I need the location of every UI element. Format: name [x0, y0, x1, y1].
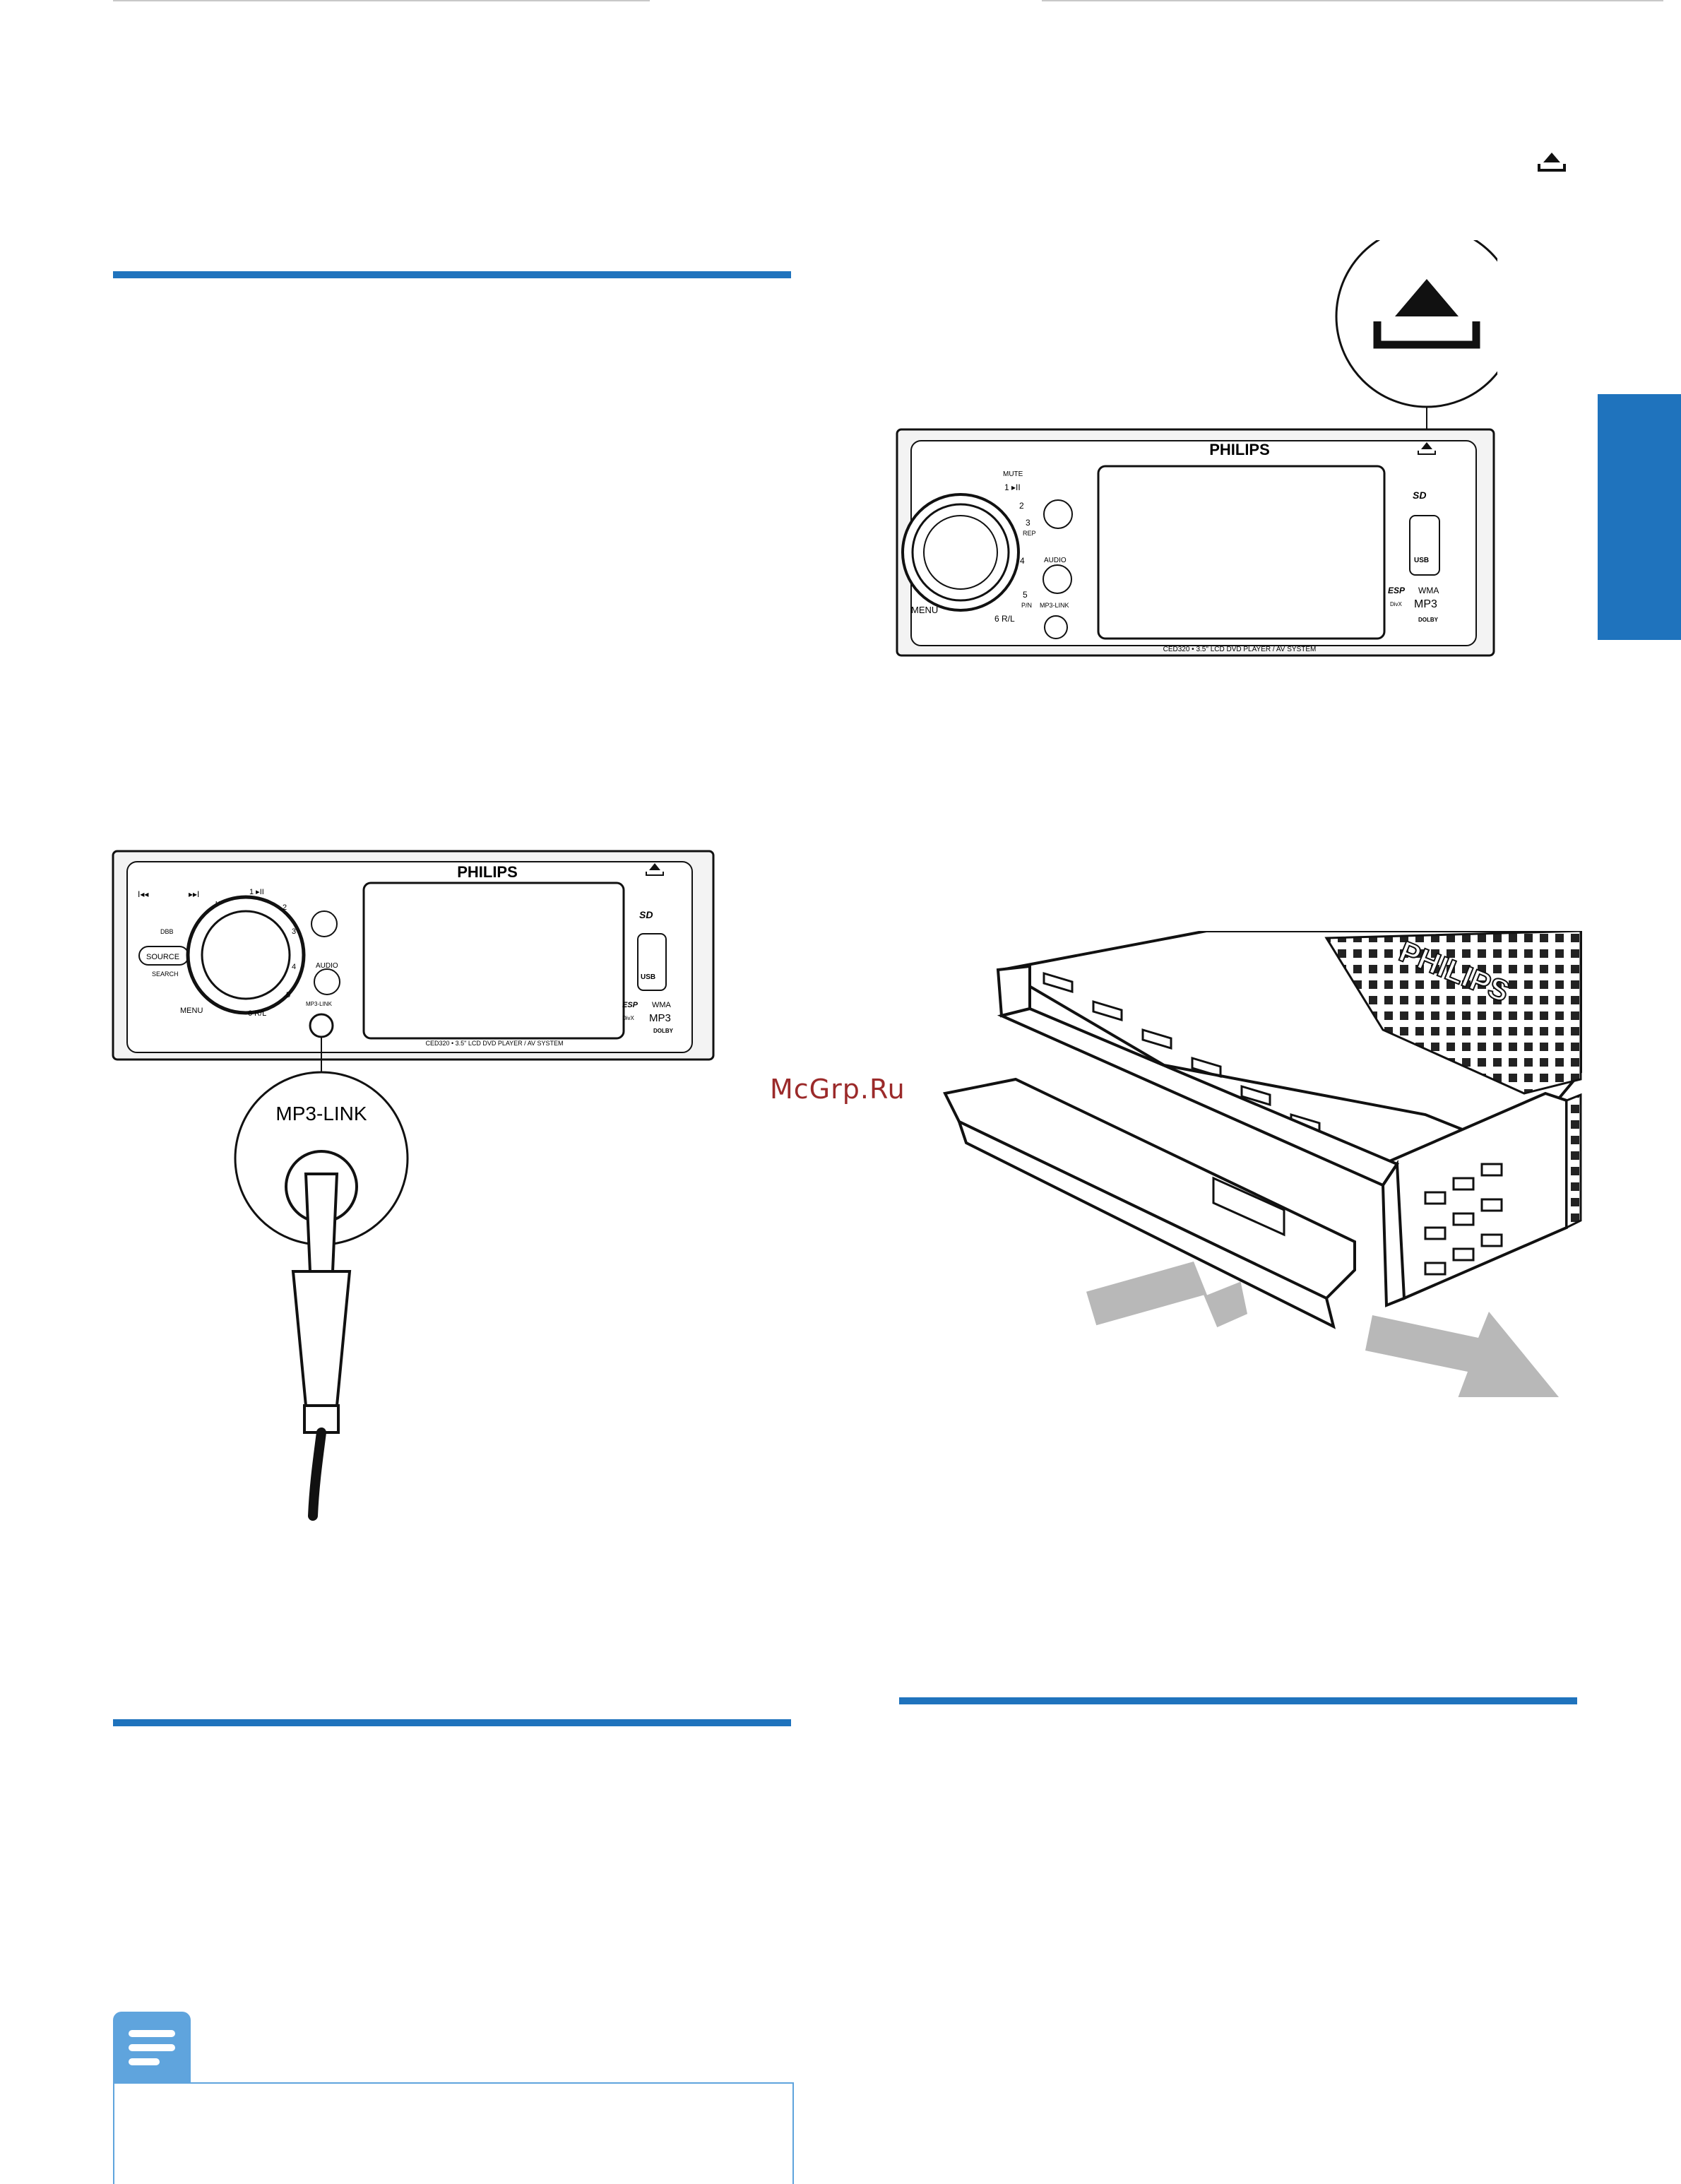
- back-button: [1043, 499, 1073, 529]
- pn-num: 5: [286, 991, 290, 999]
- top-rule-left: [113, 0, 650, 1]
- divx-logo: DivX: [622, 1015, 635, 1021]
- eject-figure: PHILIPS MENU MUTE 1 ▸II 2 3 REP 4 5 P/N …: [896, 240, 1497, 657]
- dolby-logo: DOLBY: [653, 1028, 674, 1034]
- next-label: ▸▸I: [189, 889, 199, 899]
- mp3link-figure: PHILIPS I◂◂ ▸▸I MUTE 1 ▸II DBB SOURCE SE…: [112, 850, 715, 1521]
- menu-label: MENU: [180, 1007, 203, 1015]
- search-label: SEARCH: [152, 971, 179, 978]
- wma-logo: WMA: [1418, 586, 1439, 595]
- play-label: 1 ▸II: [249, 888, 264, 896]
- lcd-screen: [1097, 465, 1386, 640]
- eject-icon: [1373, 279, 1480, 349]
- audio-label: AUDIO: [1044, 557, 1067, 564]
- section-rule: [113, 1719, 791, 1726]
- section-rule: [899, 1697, 1577, 1704]
- pull-arrow: [1086, 1262, 1247, 1328]
- top-rule-right: [1042, 0, 1663, 1]
- shuf-num: 4: [292, 963, 296, 971]
- esp-logo: ESP: [622, 1001, 638, 1009]
- push-arrow: [1365, 1312, 1559, 1397]
- mute-label: MUTE: [1003, 470, 1023, 478]
- panel-release-figure: PHILIPS: [943, 931, 1582, 1397]
- eject-icon: [1418, 442, 1436, 455]
- shuf-num: 4: [1020, 556, 1025, 566]
- rl-label: 6 R/L: [248, 1009, 266, 1018]
- eject-icon: [1538, 153, 1566, 172]
- prev-label: I◂◂: [138, 889, 148, 899]
- language-side-tab: [1598, 394, 1681, 640]
- esp-logo: ESP: [1388, 586, 1406, 595]
- lcd-screen: [362, 882, 625, 1040]
- wma-logo: WMA: [652, 1001, 672, 1009]
- divx-logo: DivX: [1390, 601, 1403, 607]
- play-label: 1 ▸II: [1004, 482, 1021, 492]
- watermark: McGrp.Ru: [770, 1074, 905, 1105]
- audio-button: [1043, 564, 1072, 594]
- brand-logo: PHILIPS: [457, 863, 518, 881]
- source-label: SOURCE: [146, 953, 179, 961]
- eject-icon: [646, 863, 664, 876]
- menu-label: MENU: [911, 605, 938, 615]
- brand-logo: PHILIPS: [1209, 441, 1270, 458]
- rl-label: 6 R/L: [994, 614, 1015, 624]
- usb-port: [1409, 515, 1440, 576]
- model-label: CED320 • 3.5" LCD DVD PLAYER / AV SYSTEM: [1163, 646, 1317, 653]
- mp3link-label: MP3-LINK: [1040, 602, 1069, 609]
- mp3link-jack: [309, 1013, 334, 1038]
- rep-num: 3: [1026, 518, 1030, 528]
- usb-port: [637, 933, 667, 991]
- detached-panel: [943, 1077, 1356, 1300]
- mp3link-label: MP3-LINK: [306, 1001, 333, 1007]
- note-icon: [113, 2012, 191, 2082]
- mp3-logo: MP3: [1414, 598, 1437, 610]
- sd-logo: SD: [639, 909, 653, 920]
- intro-num: 2: [283, 903, 287, 912]
- dbb-label: DBB: [160, 928, 174, 935]
- section-rule: [113, 271, 791, 278]
- dolby-logo: DOLBY: [1418, 617, 1439, 623]
- mp3link-jack: [1044, 615, 1068, 639]
- pn-num: 5: [1023, 590, 1028, 600]
- note-box: [113, 2082, 794, 2184]
- audio-cable: [291, 1173, 352, 1521]
- front-panel: PHILIPS MENU MUTE 1 ▸II 2 3 REP 4 5 P/N …: [896, 428, 1495, 657]
- audio-button: [314, 968, 340, 995]
- mp3-logo: MP3: [649, 1012, 671, 1024]
- model-label: CED320 • 3.5" LCD DVD PLAYER / AV SYSTEM: [425, 1040, 563, 1047]
- intro-num: 2: [1019, 501, 1024, 511]
- callout-label: MP3-LINK: [275, 1103, 367, 1124]
- rep-num: 3: [292, 927, 296, 936]
- sd-logo: SD: [1413, 489, 1426, 501]
- pn-label: P/N: [1021, 602, 1032, 609]
- back-button: [311, 910, 338, 937]
- audio-label: AUDIO: [316, 962, 338, 970]
- usb-logo: USB: [641, 973, 655, 981]
- front-panel: PHILIPS I◂◂ ▸▸I MUTE 1 ▸II DBB SOURCE SE…: [112, 850, 715, 1061]
- rep-label: REP: [1023, 530, 1036, 537]
- usb-logo: USB: [1414, 557, 1429, 564]
